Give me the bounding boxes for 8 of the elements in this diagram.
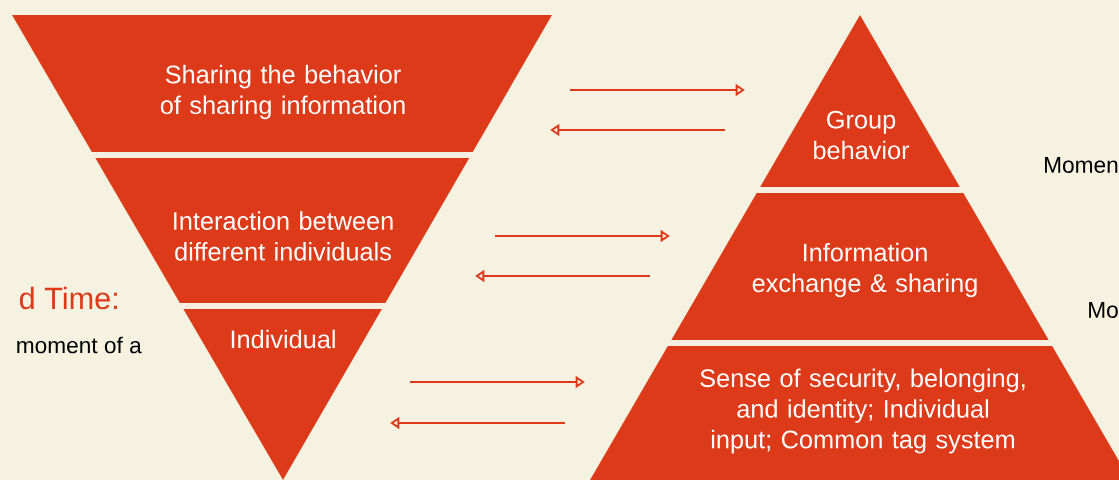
pyramid-band: Sense of security, belonging, and identity; Individual input; Common tag system: [584, 346, 1119, 480]
pyramid-band: Sharing the behavior of sharing information: [12, 15, 552, 152]
text: Momen: [1045, 157, 1118, 173]
text: Mo: [1089, 302, 1118, 318]
pyramid-band: Information exchange & sharing: [671, 193, 1049, 340]
text: moment of a: [17, 336, 142, 354]
pyramid-band: Group behavior: [760, 15, 960, 187]
pyramid-band: Individual: [183, 309, 382, 480]
